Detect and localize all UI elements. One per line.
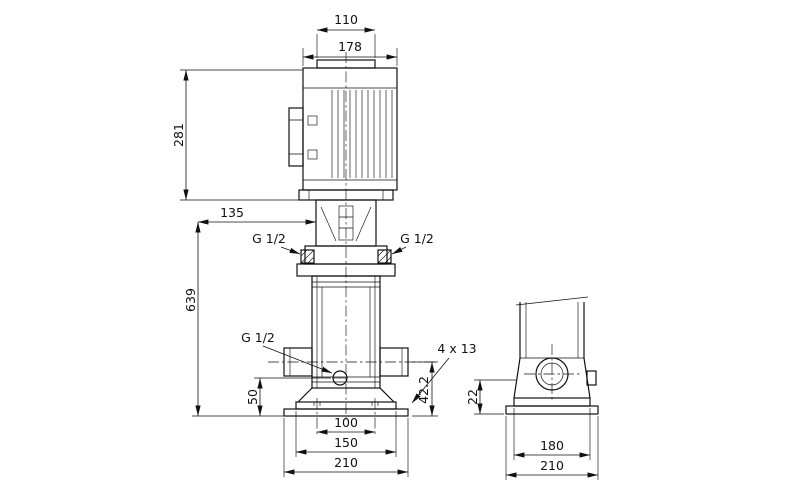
- label-top-port-right: G 1/2: [400, 231, 434, 246]
- dimension-labels: 110 178 281 135 639 G 1/2 G 1/2 G 1/2 4 …: [171, 12, 564, 473]
- dim-label-180: 180: [540, 438, 564, 453]
- side-column: [519, 302, 585, 358]
- dim-label-210-front: 210: [334, 455, 358, 470]
- motor-fins: [331, 90, 393, 178]
- label-top-port-left: G 1/2: [252, 231, 286, 246]
- dim-label-100: 100: [334, 415, 358, 430]
- dim-label-150: 150: [334, 435, 358, 450]
- side-base-lower: [505, 405, 599, 415]
- break-line: [515, 296, 589, 306]
- leader-drain-port: [262, 345, 333, 374]
- dim-label-210-side: 210: [540, 458, 564, 473]
- dim-label-639: 639: [183, 288, 198, 312]
- pump-foot: [297, 387, 395, 403]
- pump-side-view: [505, 296, 599, 415]
- dim-label-178: 178: [338, 39, 362, 54]
- terminal-box: [288, 107, 304, 167]
- side-port-outer: [535, 357, 569, 391]
- top-port-right: [377, 249, 392, 264]
- side-port-inner: [540, 362, 564, 386]
- dim-label-50: 50: [245, 389, 260, 405]
- dimension-lines: [180, 27, 599, 480]
- side-centerlines: [524, 344, 580, 402]
- side-tab: [586, 370, 597, 386]
- base-bolt-holes: [313, 402, 379, 409]
- chamber-stack: [311, 275, 381, 389]
- motor-bolt: [307, 115, 318, 126]
- dim-label-135: 135: [220, 205, 244, 220]
- dim-label-110: 110: [334, 12, 358, 27]
- label-drain-port: G 1/2: [241, 330, 275, 345]
- port-stub-left: [283, 347, 313, 377]
- coupling: [338, 205, 354, 241]
- dim-label-281: 281: [171, 123, 186, 147]
- motor-bolt: [307, 149, 318, 160]
- port-stub-right: [379, 347, 409, 377]
- pump-front-view: [268, 52, 436, 422]
- leader-top-port-left: [280, 246, 301, 255]
- label-base-holes: 4 x 13: [437, 341, 476, 356]
- top-port-left: [300, 249, 315, 264]
- dim-label-22: 22: [465, 389, 480, 405]
- dim-label-42-2: 42.2: [416, 376, 431, 404]
- leader-top-port-right: [391, 246, 407, 255]
- base-plate-lower: [283, 408, 409, 417]
